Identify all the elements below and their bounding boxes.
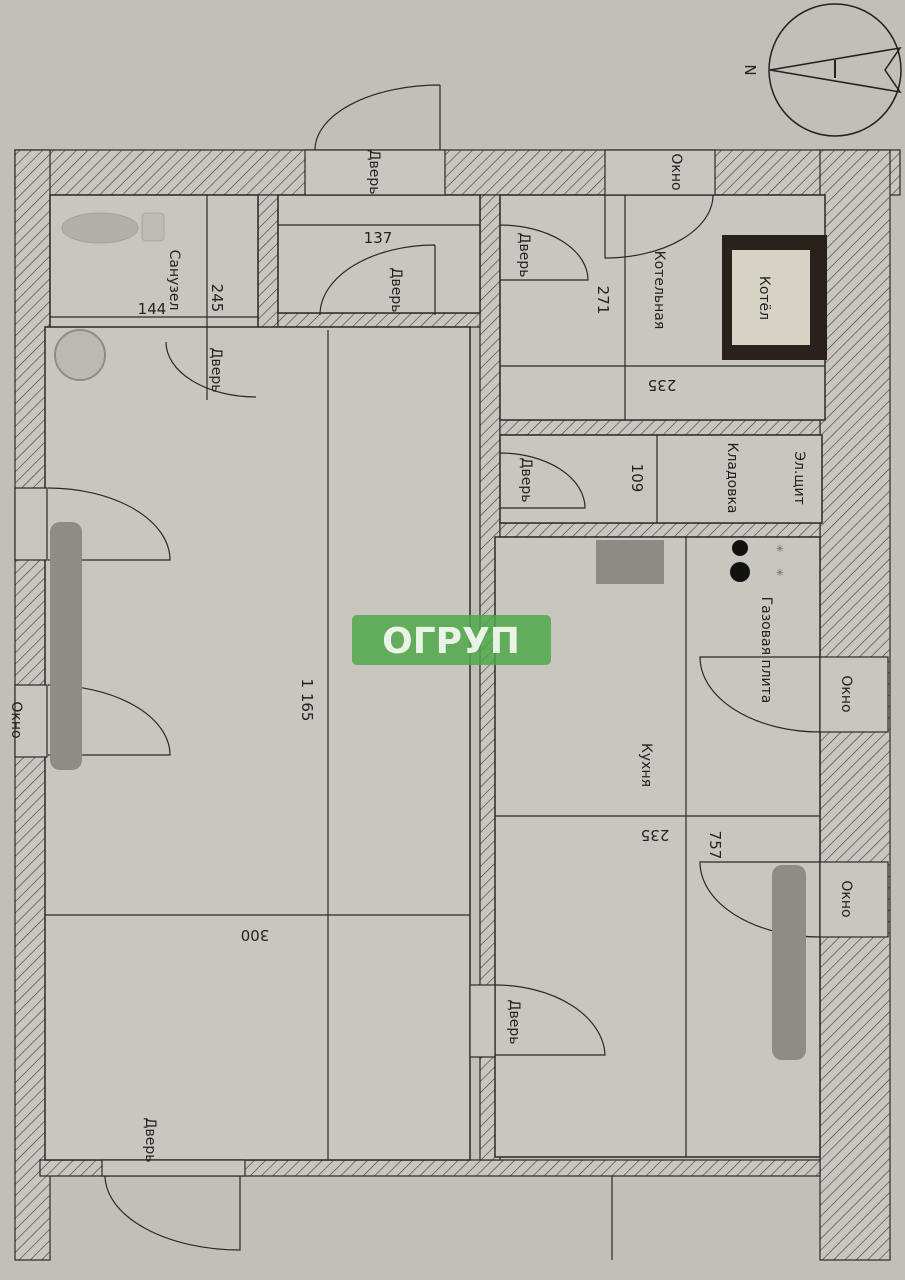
kitchen-window-1-label: Окно xyxy=(838,675,854,712)
storage-door-label: Дверь xyxy=(518,458,534,503)
hall-window-label: Окно xyxy=(8,701,24,738)
gas-stove-icon: ✳ ✳ xyxy=(730,540,784,582)
bathroom-width: 144 xyxy=(138,300,167,318)
compass-icon: N xyxy=(741,3,902,137)
wall-top xyxy=(14,149,901,196)
boiler-room-width: 271 xyxy=(594,286,612,315)
kitchen-window-2-label: Окно xyxy=(838,880,854,917)
kitchen-door-label: Дверь xyxy=(506,1000,522,1045)
boiler-room-length: 235 xyxy=(648,376,677,394)
vestibule-door-label: Дверь xyxy=(388,268,404,313)
kitchen-window-2 xyxy=(819,861,889,938)
boiler-window xyxy=(604,149,716,196)
electric-panel-label: Эл.щит xyxy=(791,451,807,505)
door-swing-icon xyxy=(319,244,436,316)
door-swing-icon xyxy=(314,84,441,151)
hall-window-1 xyxy=(14,487,48,561)
sink-icon xyxy=(54,329,106,381)
bathroom-length: 245 xyxy=(208,284,226,313)
hall-window-2 xyxy=(14,684,48,758)
watermark-logo: ОГРУП xyxy=(352,615,551,665)
door-swing-icon xyxy=(165,341,257,398)
window-swing-icon xyxy=(604,194,714,259)
sink-cabinet-icon xyxy=(596,540,664,584)
boiler-room-door-label: Дверь xyxy=(516,233,532,278)
kitchen-name: Кухня xyxy=(638,743,654,787)
door-swing-icon xyxy=(494,984,606,1056)
window-swing-icon xyxy=(699,656,821,733)
svg-text:ОГРУП: ОГРУП xyxy=(382,621,520,662)
boiler-window-label: Окно xyxy=(668,153,684,190)
hall-door-label: Дверь xyxy=(142,1118,158,1163)
room-main-hall xyxy=(44,326,471,1161)
wall-bathroom xyxy=(257,194,279,331)
door-swing-icon xyxy=(499,452,586,509)
boiler-room-name: Котельная xyxy=(651,251,667,330)
hall-door-opening xyxy=(101,1159,246,1177)
wall-vestibule-bottom xyxy=(277,312,481,328)
vestibule-width: 137 xyxy=(364,229,393,247)
storage-name: Кладовка xyxy=(724,443,740,514)
wall-storage-bottom xyxy=(499,522,821,538)
entrance-door-opening xyxy=(304,149,446,196)
toilet-tank-icon xyxy=(141,212,165,242)
boiler-label: Котёл xyxy=(756,276,772,320)
radiator-icon xyxy=(50,522,806,1060)
kitchen-length: 757 xyxy=(706,831,724,860)
bathroom-name: Санузел xyxy=(166,250,182,311)
storage-width: 109 xyxy=(628,464,646,493)
hall-width: 300 xyxy=(241,926,270,944)
svg-text:✳: ✳ xyxy=(776,544,784,555)
kitchen-window-1 xyxy=(819,656,889,733)
bathroom-door-label: Дверь xyxy=(208,348,224,393)
north-label: N xyxy=(741,64,759,75)
hall-length: 1 165 xyxy=(298,679,316,722)
door-swing-icon xyxy=(104,1175,241,1251)
room-storage xyxy=(499,434,823,524)
wall-boiler-bottom xyxy=(499,419,821,436)
kitchen-width: 235 xyxy=(641,826,670,844)
svg-text:✳: ✳ xyxy=(776,568,784,579)
entrance-door-label: Дверь xyxy=(366,150,382,195)
door-swing-icon xyxy=(499,224,589,281)
gas-stove-label: Газовая плита xyxy=(758,597,774,704)
